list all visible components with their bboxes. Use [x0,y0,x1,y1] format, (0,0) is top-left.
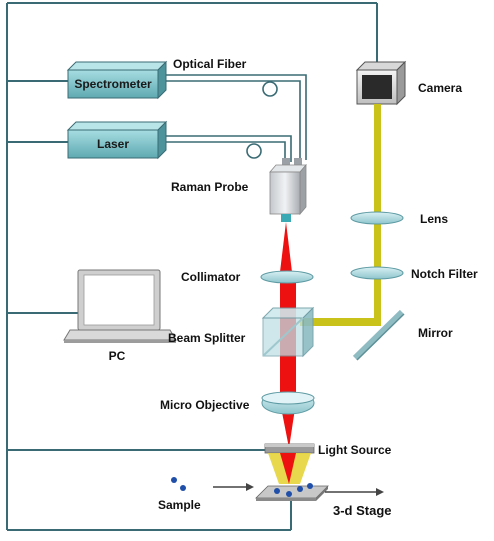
pc-laptop [63,269,177,343]
wiring [6,2,378,531]
stage-label: 3-d Stage [333,503,392,518]
signal-beam-horizontal [300,318,381,326]
camera-label: Camera [418,81,462,95]
mirror-label: Mirror [418,326,453,340]
collimator-label: Collimator [181,270,241,284]
laser-focus-spot [280,453,296,484]
raman-probe [269,158,307,222]
micro-objective [261,391,315,415]
fiber-loop-1 [262,81,278,97]
fiber-loop-2 [246,143,262,159]
fiber-laser-outer [165,135,292,162]
spectrometer-box [66,60,168,100]
notch-filter-label: Notch Filter [411,267,478,281]
lens-label: Lens [420,212,448,226]
pc-label: PC [109,349,126,363]
light-source-label: Light Source [318,443,392,457]
light-source [264,443,315,454]
camera [355,60,407,106]
laser-box [66,120,168,160]
fiber-spectrometer-outer [158,74,307,160]
arrows [213,483,384,496]
beam-splitter-label: Beam Splitter [168,331,246,345]
sample-label: Sample [158,498,201,512]
spectrometer-label: Spectrometer [74,77,152,91]
optical-fibers [158,74,307,162]
collimator [260,270,314,284]
micro-objective-label: Micro Objective [160,398,250,412]
raman-probe-label: Raman Probe [171,180,249,194]
fiber-laser [165,141,286,162]
lens [350,211,404,225]
fiber-spectrometer [158,80,301,160]
mirror [352,309,405,361]
beam-splitter [261,306,315,358]
laser-label: Laser [97,137,129,151]
laser-beam-upper [280,222,292,272]
optical-fiber-label: Optical Fiber [173,57,247,71]
stage-3d [255,485,329,501]
notch-filter [350,266,404,280]
sample-dots [171,477,313,497]
